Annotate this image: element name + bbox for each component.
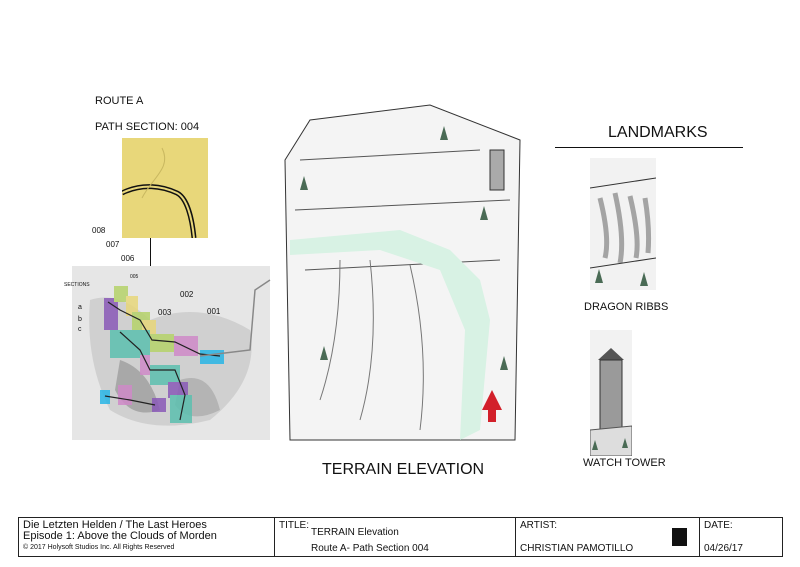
map-sub-b: b [78,316,82,323]
artist-label: ARTIST: [520,520,558,531]
map-label-002: 002 [180,290,194,299]
title-label: TITLE: [279,520,310,531]
artist-logo [672,528,687,546]
project-name: Die Letzten Helden / The Last Heroes [23,519,207,531]
route-map [72,266,271,440]
map-label-003: 003 [158,308,172,317]
landmarks-heading: LANDMARKS [608,124,708,141]
watch-tower-label: WATCH TOWER [583,457,666,469]
map-label-007: 007 [106,240,120,249]
dragon-ribbs-image [590,158,656,290]
path-section-label: PATH SECTION: 004 [95,121,200,133]
map-label-008: 008 [92,226,106,235]
title-block: Die Letzten Helden / The Last Heroes Epi… [18,517,783,557]
title-line1: TERRAIN Elevation [311,527,399,538]
route-title: ROUTE A [95,95,144,107]
terrain-caption: TERRAIN ELEVATION [322,461,485,478]
path-section-inset [122,138,208,238]
map-label-006: 006 [121,254,135,263]
watch-tower-image [590,330,632,456]
map-label-005: 005 [130,274,139,280]
artist-name: CHRISTIAN PAMOTILLO [520,543,634,554]
landmarks-underline [555,147,743,148]
copyright: © 2017 Holysoft Studios Inc. All Rights … [23,544,175,551]
episode-name: Episode 1: Above the Clouds of Morden [23,530,217,542]
date-label: DATE: [704,520,733,531]
title-line2: Route A- Path Section 004 [311,543,429,554]
map-sub-c: c [78,326,82,333]
terrain-illustration [284,104,521,441]
dragon-ribbs-label: DRAGON RIBBS [584,301,669,313]
map-sections-label: SECTIONS [64,282,90,288]
map-label-001: 001 [207,307,221,316]
map-sub-a: a [78,304,82,311]
date-value: 04/26/17 [704,543,743,554]
